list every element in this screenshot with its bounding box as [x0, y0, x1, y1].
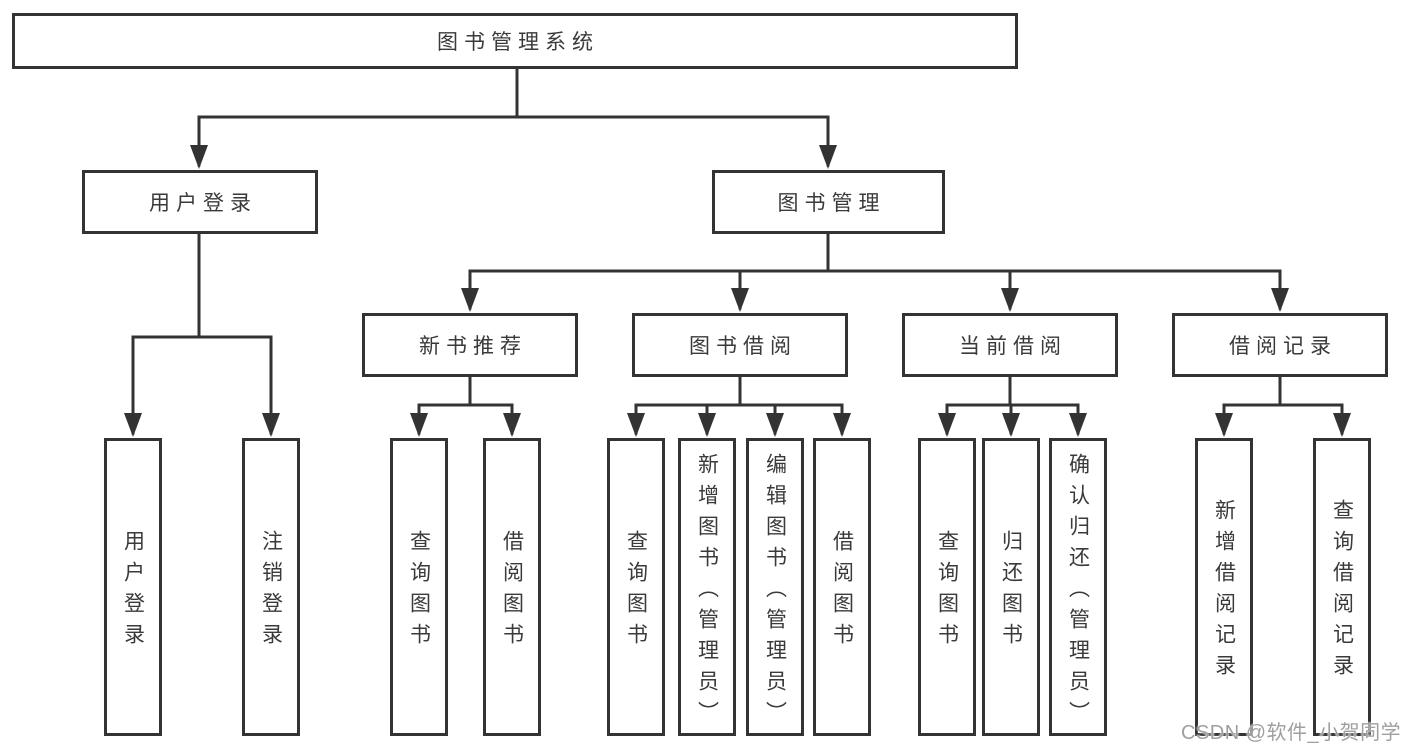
leaf-borrow-books-borrowing-label: 借阅图书 [830, 530, 854, 654]
leaf-edit-books-admin: 编辑图书（管理员） [746, 438, 804, 736]
node-book-management: 图书管理 [712, 170, 945, 234]
node-user-login-label: 用户登录 [149, 192, 257, 215]
leaf-return-books-label: 归还图书 [999, 530, 1023, 654]
leaf-borrow-books-borrowing: 借阅图书 [813, 438, 871, 736]
leaf-logout-login: 注销登录 [242, 438, 300, 736]
leaf-confirm-return-admin: 确认归还（管理员） [1049, 438, 1107, 736]
leaf-return-books: 归还图书 [982, 438, 1040, 736]
node-borrowing-records-label: 借阅记录 [1229, 335, 1337, 358]
node-new-book-recommendation-label: 新书推荐 [419, 335, 527, 358]
node-book-management-label: 图书管理 [777, 192, 886, 215]
node-library-system: 图书管理系统 [12, 13, 1018, 69]
leaf-logout-login-label: 注销登录 [259, 530, 283, 654]
leaf-query-borrowing-record: 查询借阅记录 [1313, 438, 1371, 736]
node-new-book-recommendation: 新书推荐 [362, 313, 578, 377]
leaf-query-books-current: 查询图书 [918, 438, 976, 736]
node-book-borrowing: 图书借阅 [632, 313, 848, 377]
leaf-add-books-admin: 新增图书（管理员） [678, 438, 736, 736]
node-current-borrowing: 当前借阅 [902, 313, 1118, 377]
csdn-watermark: CSDN @软件_小贺同学 [1181, 722, 1402, 744]
leaf-query-books-recommendation: 查询图书 [390, 438, 448, 736]
node-user-login: 用户登录 [82, 170, 318, 234]
leaf-add-books-admin-label: 新增图书（管理员） [695, 452, 719, 732]
node-current-borrowing-label: 当前借阅 [959, 335, 1067, 358]
leaf-borrow-books-recommendation-label: 借阅图书 [500, 530, 524, 654]
leaf-query-books-recommendation-label: 查询图书 [407, 530, 431, 654]
leaf-borrow-books-recommendation: 借阅图书 [483, 438, 541, 736]
node-borrowing-records: 借阅记录 [1172, 313, 1388, 377]
leaf-user-login: 用户登录 [104, 438, 162, 736]
leaf-add-borrowing-record: 新增借阅记录 [1195, 438, 1253, 736]
node-book-borrowing-label: 图书借阅 [689, 335, 797, 358]
leaf-add-borrowing-record-label: 新增借阅记录 [1212, 499, 1236, 685]
leaf-query-books-borrowing: 查询图书 [607, 438, 665, 736]
leaf-confirm-return-admin-label: 确认归还（管理员） [1066, 452, 1090, 732]
node-library-system-label: 图书管理系统 [437, 31, 599, 54]
leaf-user-login-label: 用户登录 [121, 530, 145, 654]
leaf-query-borrowing-record-label: 查询借阅记录 [1330, 499, 1354, 685]
leaf-query-books-current-label: 查询图书 [935, 530, 959, 654]
leaf-query-books-borrowing-label: 查询图书 [624, 530, 648, 654]
leaf-edit-books-admin-label: 编辑图书（管理员） [763, 452, 787, 732]
